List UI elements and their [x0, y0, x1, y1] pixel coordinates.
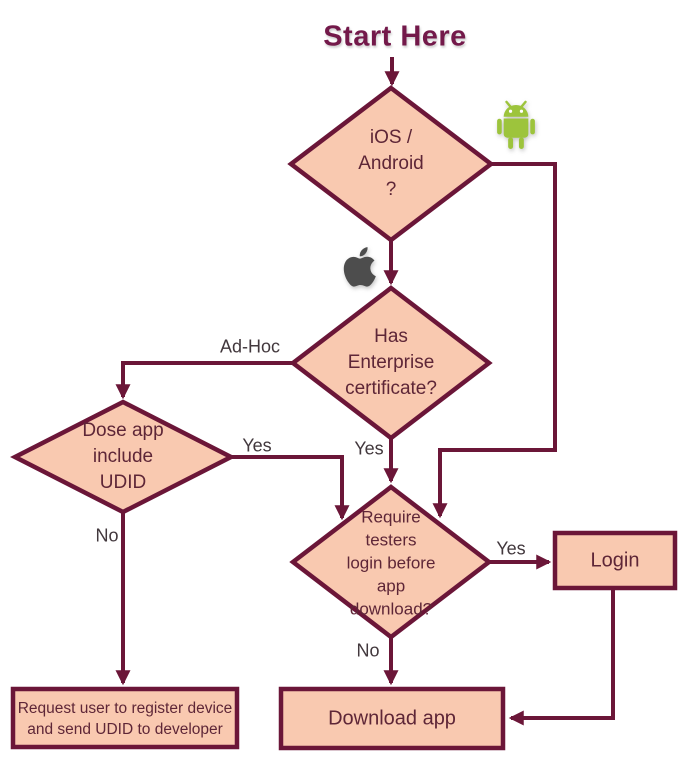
- nodes: [10, 85, 678, 751]
- edge-login-to-download: [508, 588, 615, 726]
- node-udid-label: Dose app include UDID: [82, 420, 164, 493]
- edge-label-udid-yes: Yes: [242, 435, 272, 456]
- edge-label-require-yes: Yes: [496, 538, 526, 559]
- android-icon: [497, 100, 535, 149]
- node-require-login-label: Require testers login before app downloa…: [346, 507, 436, 619]
- page-title: Start Here: [323, 20, 467, 53]
- node-download-app: [278, 686, 506, 751]
- edge-label-udid-no: No: [95, 525, 119, 546]
- node-register-device-label: Request user to register device and send…: [17, 700, 233, 738]
- node-register-device: [10, 686, 240, 750]
- edge-label-enterprise-yes: Yes: [354, 438, 384, 459]
- node-udid-decision: [10, 399, 236, 515]
- edge-android-to-require-login: [432, 162, 557, 519]
- edge-udid-yes-to-require-login: [231, 455, 350, 521]
- edges: [115, 57, 615, 726]
- edge-adhoc-to-udid: [115, 361, 293, 400]
- node-enterprise-decision: [289, 285, 493, 441]
- node-login-label: Login: [590, 549, 640, 572]
- node-download-app-label: Download app: [328, 707, 456, 730]
- apple-icon: [343, 247, 376, 287]
- edge-label-require-no: No: [356, 640, 380, 661]
- node-require-login-decision: [289, 484, 493, 640]
- node-login: [552, 530, 678, 591]
- edge-label-adhoc: Ad-Hoc: [219, 336, 281, 357]
- node-enterprise-label: Has Enterprise certificate?: [345, 326, 437, 399]
- node-platform-decision: [287, 85, 495, 243]
- node-platform-label: iOS / Android ?: [358, 127, 424, 200]
